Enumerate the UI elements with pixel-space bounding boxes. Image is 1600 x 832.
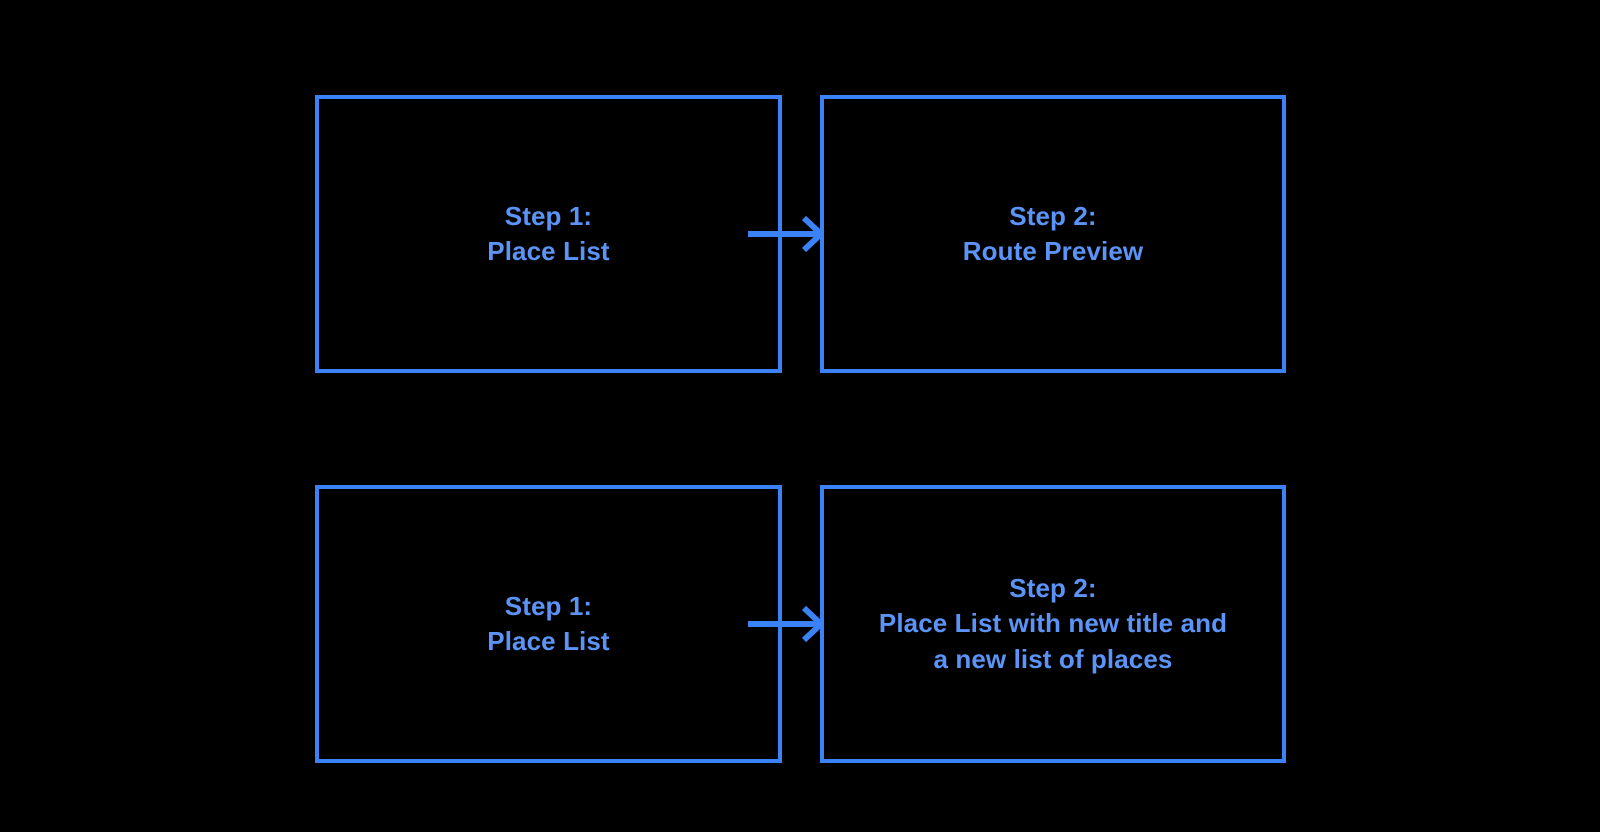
node-step-1-place-list-bottom[interactable]: Step 1: Place List — [315, 485, 782, 763]
flow-row-route-preview: Step 1: Place List Step 2: Route Preview — [0, 95, 1600, 373]
node-label: Step 1: Place List — [487, 590, 610, 656]
node-label: Step 2: Route Preview — [962, 200, 1144, 266]
node-step-2-new-place-list[interactable]: Step 2: Place List with new title and a … — [820, 485, 1286, 763]
node-step-2-route-preview[interactable]: Step 2: Route Preview — [820, 95, 1286, 373]
node-label: Step 2: Place List with new title and a … — [878, 573, 1228, 674]
node-step-1-place-list-top[interactable]: Step 1: Place List — [315, 95, 782, 373]
flow-row-new-place-list: Step 1: Place List Step 2: Place List wi… — [0, 485, 1600, 763]
node-label: Step 1: Place List — [487, 200, 610, 266]
